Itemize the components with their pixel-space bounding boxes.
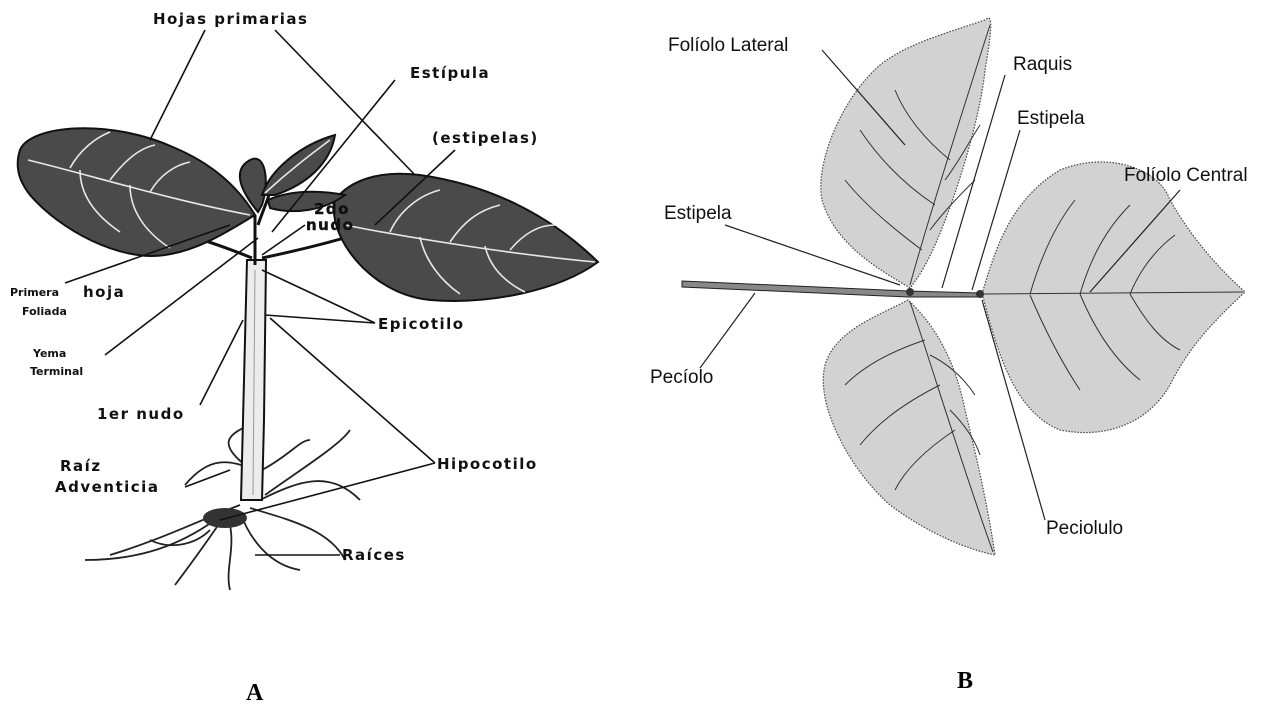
roots-drawing (85, 425, 360, 590)
caption-b: B (957, 668, 973, 694)
panel-a-labels: Hojas primarias Estípula (estipelas) 2do… (10, 10, 539, 706)
petiole-drawing (682, 281, 980, 297)
label-raiz: Raíz (60, 457, 102, 475)
label-peciolo: Pecíolo (650, 367, 713, 388)
primary-leaf-left (18, 128, 255, 256)
label-adventicia: Adventicia (55, 478, 159, 496)
label-hipocotilo: Hipocotilo (437, 455, 538, 473)
caption-a: A (246, 680, 264, 706)
label-1er-nudo: 1er nudo (97, 405, 185, 423)
label-hoja: hoja (83, 283, 125, 301)
label-raices: Raíces (342, 546, 406, 564)
primary-leaf-right (334, 174, 598, 301)
lateral-leaflet-upper (821, 18, 991, 288)
label-terminal: Terminal (30, 365, 83, 378)
label-estipula: Estípula (410, 64, 490, 82)
label-nudo: nudo (306, 216, 354, 234)
label-epicotilo: Epicotilo (378, 315, 465, 333)
label-raquis: Raquis (1013, 54, 1072, 75)
label-estipela-left: Estipela (664, 203, 732, 224)
label-estipela-top: Estipela (1017, 108, 1085, 129)
label-foliada: Foliada (22, 305, 67, 318)
panel-a-illustration (18, 128, 598, 590)
label-yema: Yema (32, 347, 66, 360)
label-primera: Primera (10, 286, 59, 299)
central-leaflet (982, 162, 1245, 433)
label-foliolo-central: Folíolo Central (1124, 165, 1248, 186)
label-estipelas: (estipelas) (432, 129, 539, 147)
label-hojas-primarias: Hojas primarias (153, 10, 308, 28)
panel-b-illustration (682, 18, 1245, 555)
label-foliolo-lateral: Folíolo Lateral (668, 35, 788, 56)
label-peciolulo: Peciolulo (1046, 518, 1123, 539)
lateral-leaflet-lower (823, 300, 995, 555)
